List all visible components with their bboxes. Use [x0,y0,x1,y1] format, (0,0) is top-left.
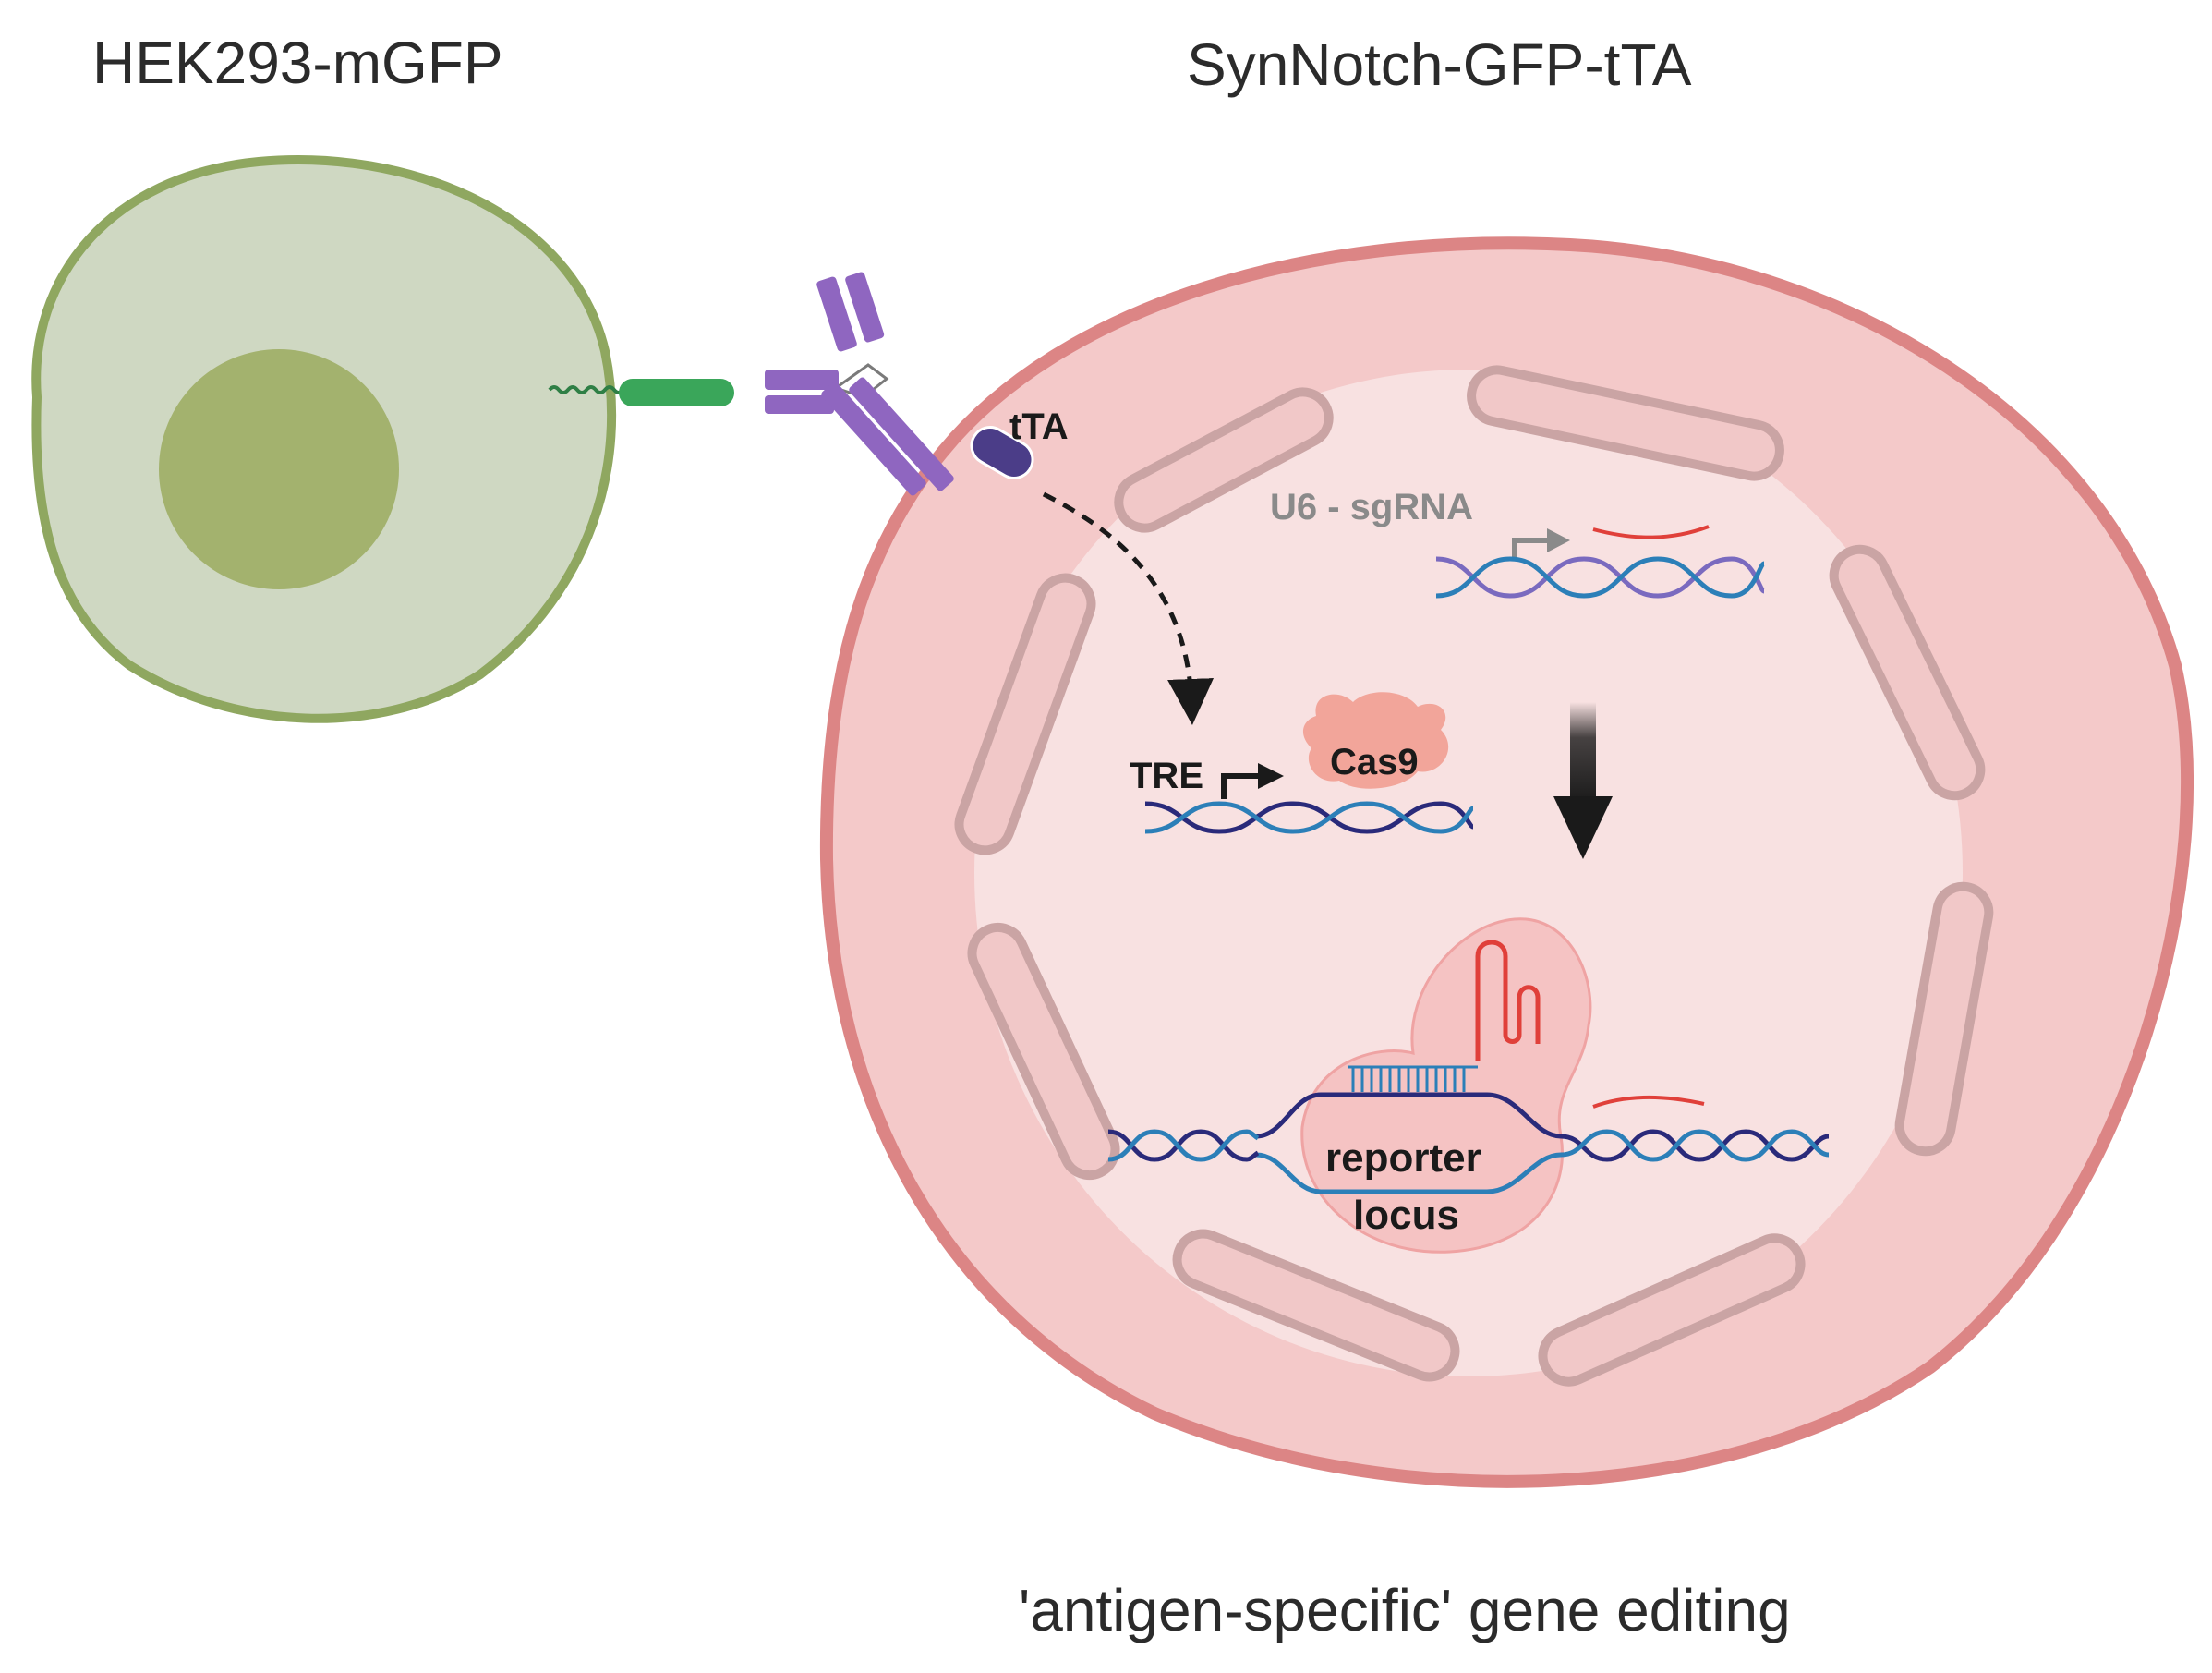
synnotch-cell [819,236,2194,1488]
reporter-dna-left [1107,1129,1260,1162]
promoter-arrow-head [1258,763,1284,789]
tre-dna-helix [1144,801,1475,834]
cas9-label: Cas9 [1330,742,1419,782]
process-arrow [1553,702,1613,859]
antibody-arm-upper [845,272,885,343]
envelope-segment [1829,544,1986,801]
guide-rna-hairpin [1475,940,1541,1061]
process-arrow-shaft [1570,702,1596,804]
dna-strand [1435,556,1766,599]
left-cell-title: HEK293-mGFP [92,30,503,96]
antibody-arm-upper [816,276,857,352]
tta-to-tre-arrow [1042,491,1215,725]
promoter-arrow-line [1512,538,1552,559]
envelope-segment [1467,365,1784,481]
dna-strand [1560,1129,1830,1162]
tta-domain [970,426,1034,479]
free-sgrna [1592,1095,1705,1109]
envelope-segment [1114,387,1334,533]
cas9-protein [1302,692,1449,789]
reporter-dna-right [1560,1129,1830,1162]
envelope-segment [1538,1233,1806,1387]
tre-label: TRE [1130,756,1203,796]
reporter-label: reporter [1325,1135,1481,1181]
nuclear-envelope [954,365,1994,1387]
u6-sgrna-label: U6 - sgRNA [1270,487,1473,527]
synnotch-receptor [765,272,1034,496]
process-arrow-head [1553,796,1613,859]
reporter-top-strand [1255,1092,1562,1139]
envelope-segment [954,573,1096,855]
hek293-nucleus [159,349,399,589]
antibody-stem [849,377,954,491]
dna-strand [1107,1129,1260,1162]
reporter-bottom-strand [1255,1152,1562,1194]
envelope-segment [1894,881,1994,1157]
nucleus [974,370,1963,1376]
envelope-segment [967,922,1120,1181]
tta-label: tTA [1009,406,1069,447]
dna-strand [1560,1129,1830,1162]
gfp-linker [548,385,625,394]
base-pair-ticks [1351,1067,1466,1092]
u6-promoter-arrow [1512,528,1570,559]
sgrna-strand [1592,525,1710,539]
tre-promoter-arrow [1221,763,1284,799]
antibody-stem [821,382,926,496]
locus-label: locus [1353,1193,1459,1238]
antibody-arm-left [765,370,839,390]
hek293-cell [31,155,617,723]
promoter-arrow-line [1221,773,1261,799]
gfp-protein [619,379,734,406]
mgfp-antigen [548,379,734,406]
envelope-segment [1172,1229,1460,1382]
antibody-arm-left [765,395,834,414]
figure-caption: 'antigen-specific' gene editing [1019,1577,1791,1643]
dna-strand [1435,556,1766,599]
u6-dna-helix [1435,556,1766,599]
dna-strand [1144,801,1475,834]
dna-strand [1107,1129,1260,1162]
dna-strand [1144,801,1475,834]
right-cell-title: SynNotch-GFP-tTA [1187,31,1692,98]
promoter-arrow-head [1547,528,1570,552]
guide-dna-pairing [1348,1065,1478,1092]
